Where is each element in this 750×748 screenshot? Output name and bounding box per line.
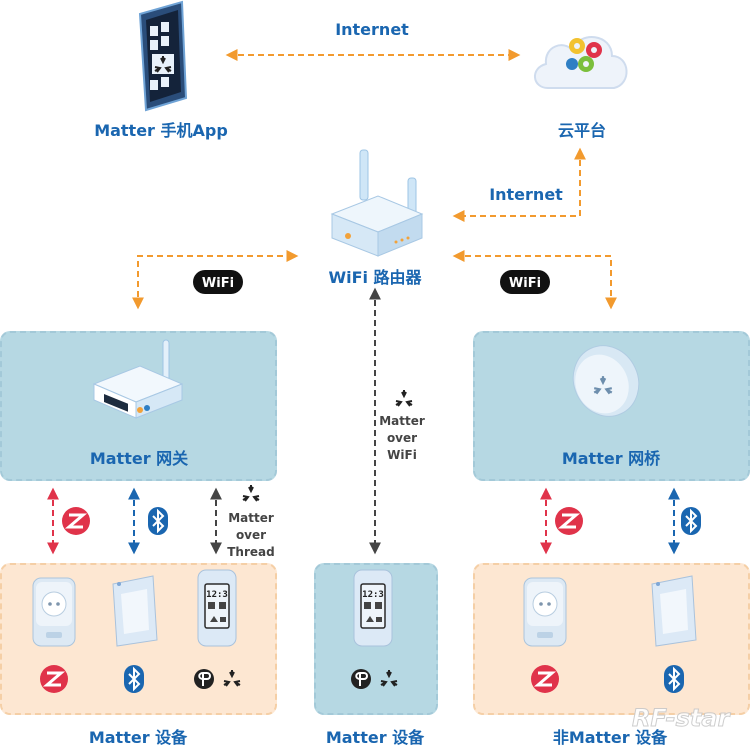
- matter-icon: [395, 389, 413, 407]
- thread-icon: [350, 668, 372, 690]
- wifi-arrow-left: [132, 250, 299, 310]
- display-device-icon: [197, 569, 237, 647]
- watermark: RF-star: [632, 704, 732, 732]
- right-device-label: 非Matter 设备: [552, 728, 668, 747]
- wifi-arrow-right: [452, 250, 617, 310]
- bluetooth-icon: [147, 506, 169, 536]
- thread-icon: [193, 668, 215, 690]
- wifi-router-icon: [330, 149, 424, 257]
- zigbee-icon: [60, 505, 92, 537]
- internet-label-right: Internet: [489, 185, 563, 204]
- smart-plug-icon: [523, 577, 567, 647]
- matter-icon: [242, 484, 260, 502]
- zigbee-icon: [38, 663, 70, 695]
- matter-over-wifi-label: Matter over WiFi: [379, 414, 425, 462]
- svg-text:WiFi: WiFi: [202, 276, 234, 291]
- cloud-label: 云平台: [557, 121, 606, 140]
- cloud-gears-icon: [534, 36, 628, 89]
- internet-label-top: Internet: [335, 20, 409, 39]
- bluetooth-icon: [680, 506, 702, 536]
- gateway-label: Matter 网关: [89, 449, 189, 468]
- bluetooth-icon: [663, 664, 685, 694]
- router-label: WiFi 路由器: [328, 268, 422, 287]
- matter-icon: [223, 669, 241, 687]
- bridge-label: Matter 网桥: [561, 449, 661, 468]
- matter-over-thread-label: Matter over Thread: [227, 511, 275, 559]
- gateway-icon: [92, 339, 184, 419]
- svg-text:WiFi: WiFi: [509, 276, 541, 291]
- wall-switch-icon: [651, 575, 697, 647]
- internet-arrow-cloud-router: [452, 147, 586, 222]
- display-device-icon: [353, 569, 393, 647]
- smartphone-icon: [138, 0, 188, 112]
- zigbee-icon: [529, 663, 561, 695]
- phone-label: Matter 手机App: [94, 121, 228, 140]
- wifi-badge-left: WiFi: [193, 270, 243, 294]
- right-device-panel: [473, 563, 750, 715]
- bluetooth-icon: [123, 664, 145, 694]
- wifi-badge-right: WiFi: [500, 270, 550, 294]
- left-device-label: Matter 设备: [88, 728, 188, 747]
- bridge-icon: [572, 345, 640, 417]
- middle-device-label: Matter 设备: [325, 728, 425, 747]
- wall-switch-icon: [112, 575, 158, 647]
- zigbee-icon: [553, 505, 585, 537]
- smart-plug-icon: [32, 577, 76, 647]
- matter-icon: [380, 669, 398, 687]
